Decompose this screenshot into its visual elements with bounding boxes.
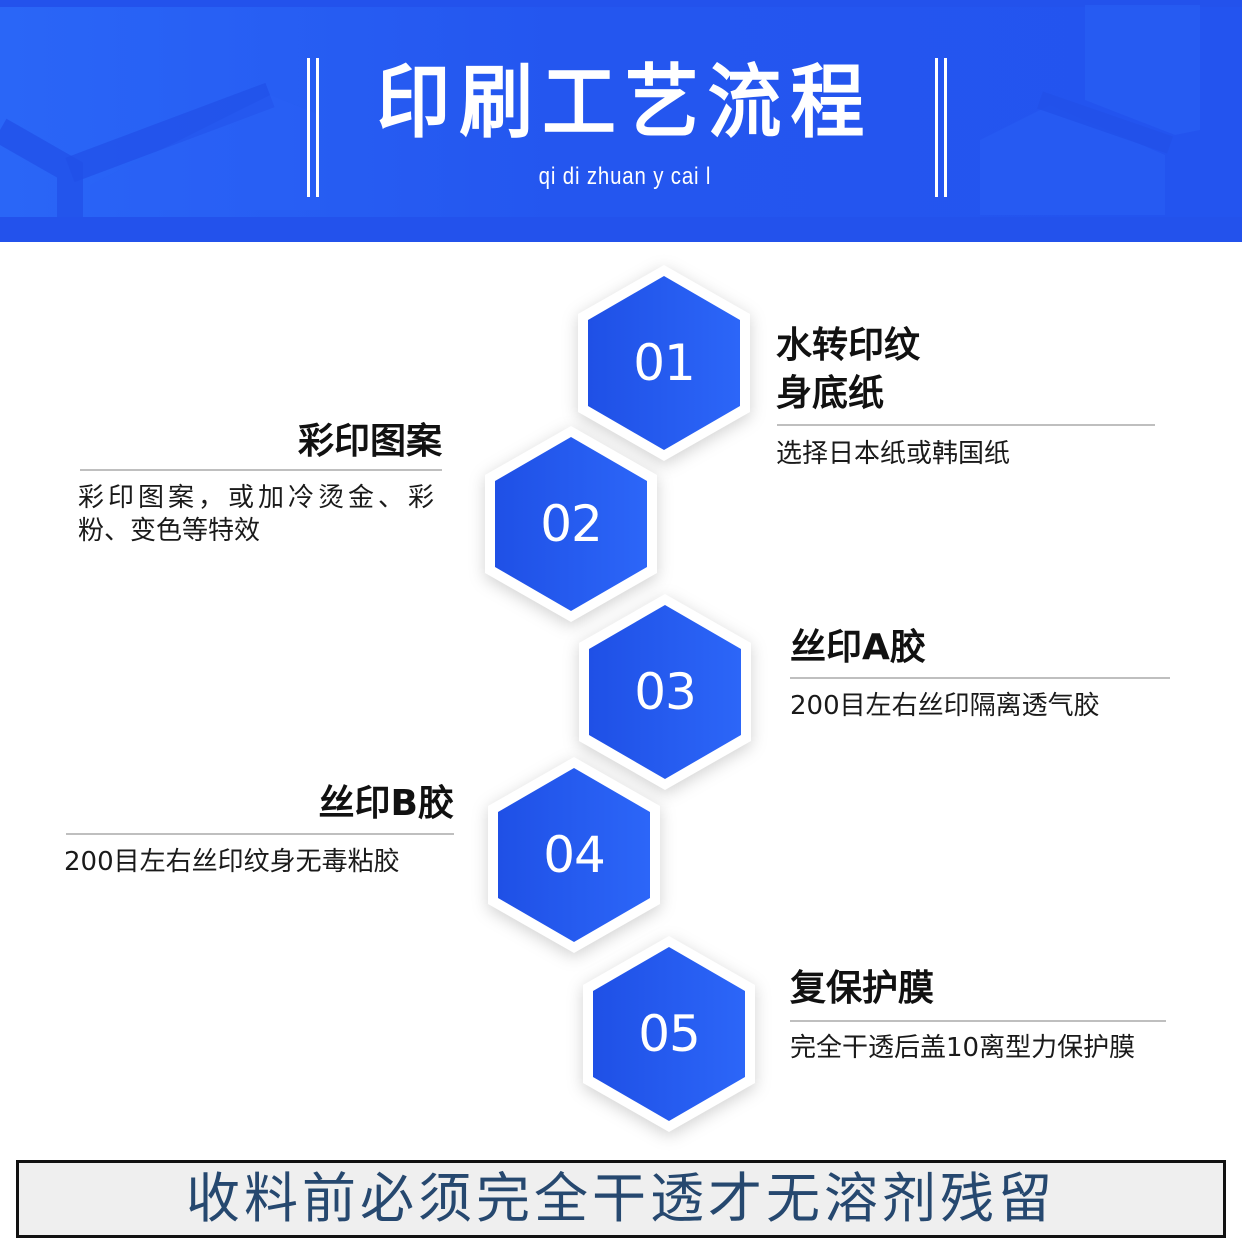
footer-notice-box: 收料前必须完全干透才无溶剂残留 <box>16 1160 1226 1238</box>
step-04-divider <box>66 833 454 835</box>
step-02-description-line2: 粉、变色等特效 <box>78 516 261 546</box>
step-02-title: 彩印图案 <box>297 421 442 462</box>
step-number: 01 <box>633 334 696 392</box>
step-number: 02 <box>540 495 603 553</box>
step-02-hexagon: 02 <box>483 424 659 624</box>
step-01-divider <box>777 424 1155 426</box>
footer-notice-text: 收料前必须完全干透才无溶剂残留 <box>186 1167 1056 1230</box>
title-left-double-bar <box>307 58 319 197</box>
step-03-hexagon: 03 <box>577 592 753 792</box>
step-02-description-line1: 彩印图案，或加冷烫金、彩 <box>78 483 439 513</box>
hexagon-icon <box>485 426 657 622</box>
hexagon-icon <box>578 265 750 461</box>
page-subtitle: qi di zhuan y cai l <box>538 163 712 190</box>
header-top-strip <box>0 0 1242 7</box>
step-03-description: 200目左右丝印隔离透气胶 <box>790 691 1100 721</box>
step-05-hexagon: 05 <box>581 934 757 1134</box>
step-04-hexagon: 04 <box>486 755 662 955</box>
hexagon-pattern-decoration <box>0 5 1200 242</box>
step-02-divider <box>80 469 442 471</box>
step-number: 05 <box>638 1005 701 1063</box>
step-05-divider <box>790 1020 1166 1022</box>
step-04-title: 丝印B胶 <box>318 783 454 824</box>
step-05-description: 完全干透后盖10离型力保护膜 <box>790 1033 1136 1063</box>
step-number: 03 <box>634 663 697 721</box>
step-03-title: 丝印A胶 <box>790 627 926 668</box>
title-right-double-bar <box>935 58 947 197</box>
header-bottom-strip <box>0 217 1242 242</box>
step-01-description: 选择日本纸或韩国纸 <box>776 439 1011 469</box>
step-01-title-line1: 水转印纹 <box>776 325 921 366</box>
step-01-title-line2: 身底纸 <box>776 373 885 414</box>
step-05-title: 复保护膜 <box>790 968 935 1009</box>
hexagon-icon <box>488 757 660 953</box>
step-04-description: 200目左右丝印纹身无毒粘胶 <box>64 847 400 877</box>
hexagon-icon <box>583 936 755 1132</box>
step-03-divider <box>790 677 1170 679</box>
header-banner: 印刷工艺流程 qi di zhuan y cai l <box>0 0 1242 242</box>
step-01-hexagon: 01 <box>576 263 752 463</box>
page-title: 印刷工艺流程 <box>376 55 874 149</box>
hexagon-icon <box>579 594 751 790</box>
step-number: 04 <box>543 826 606 884</box>
